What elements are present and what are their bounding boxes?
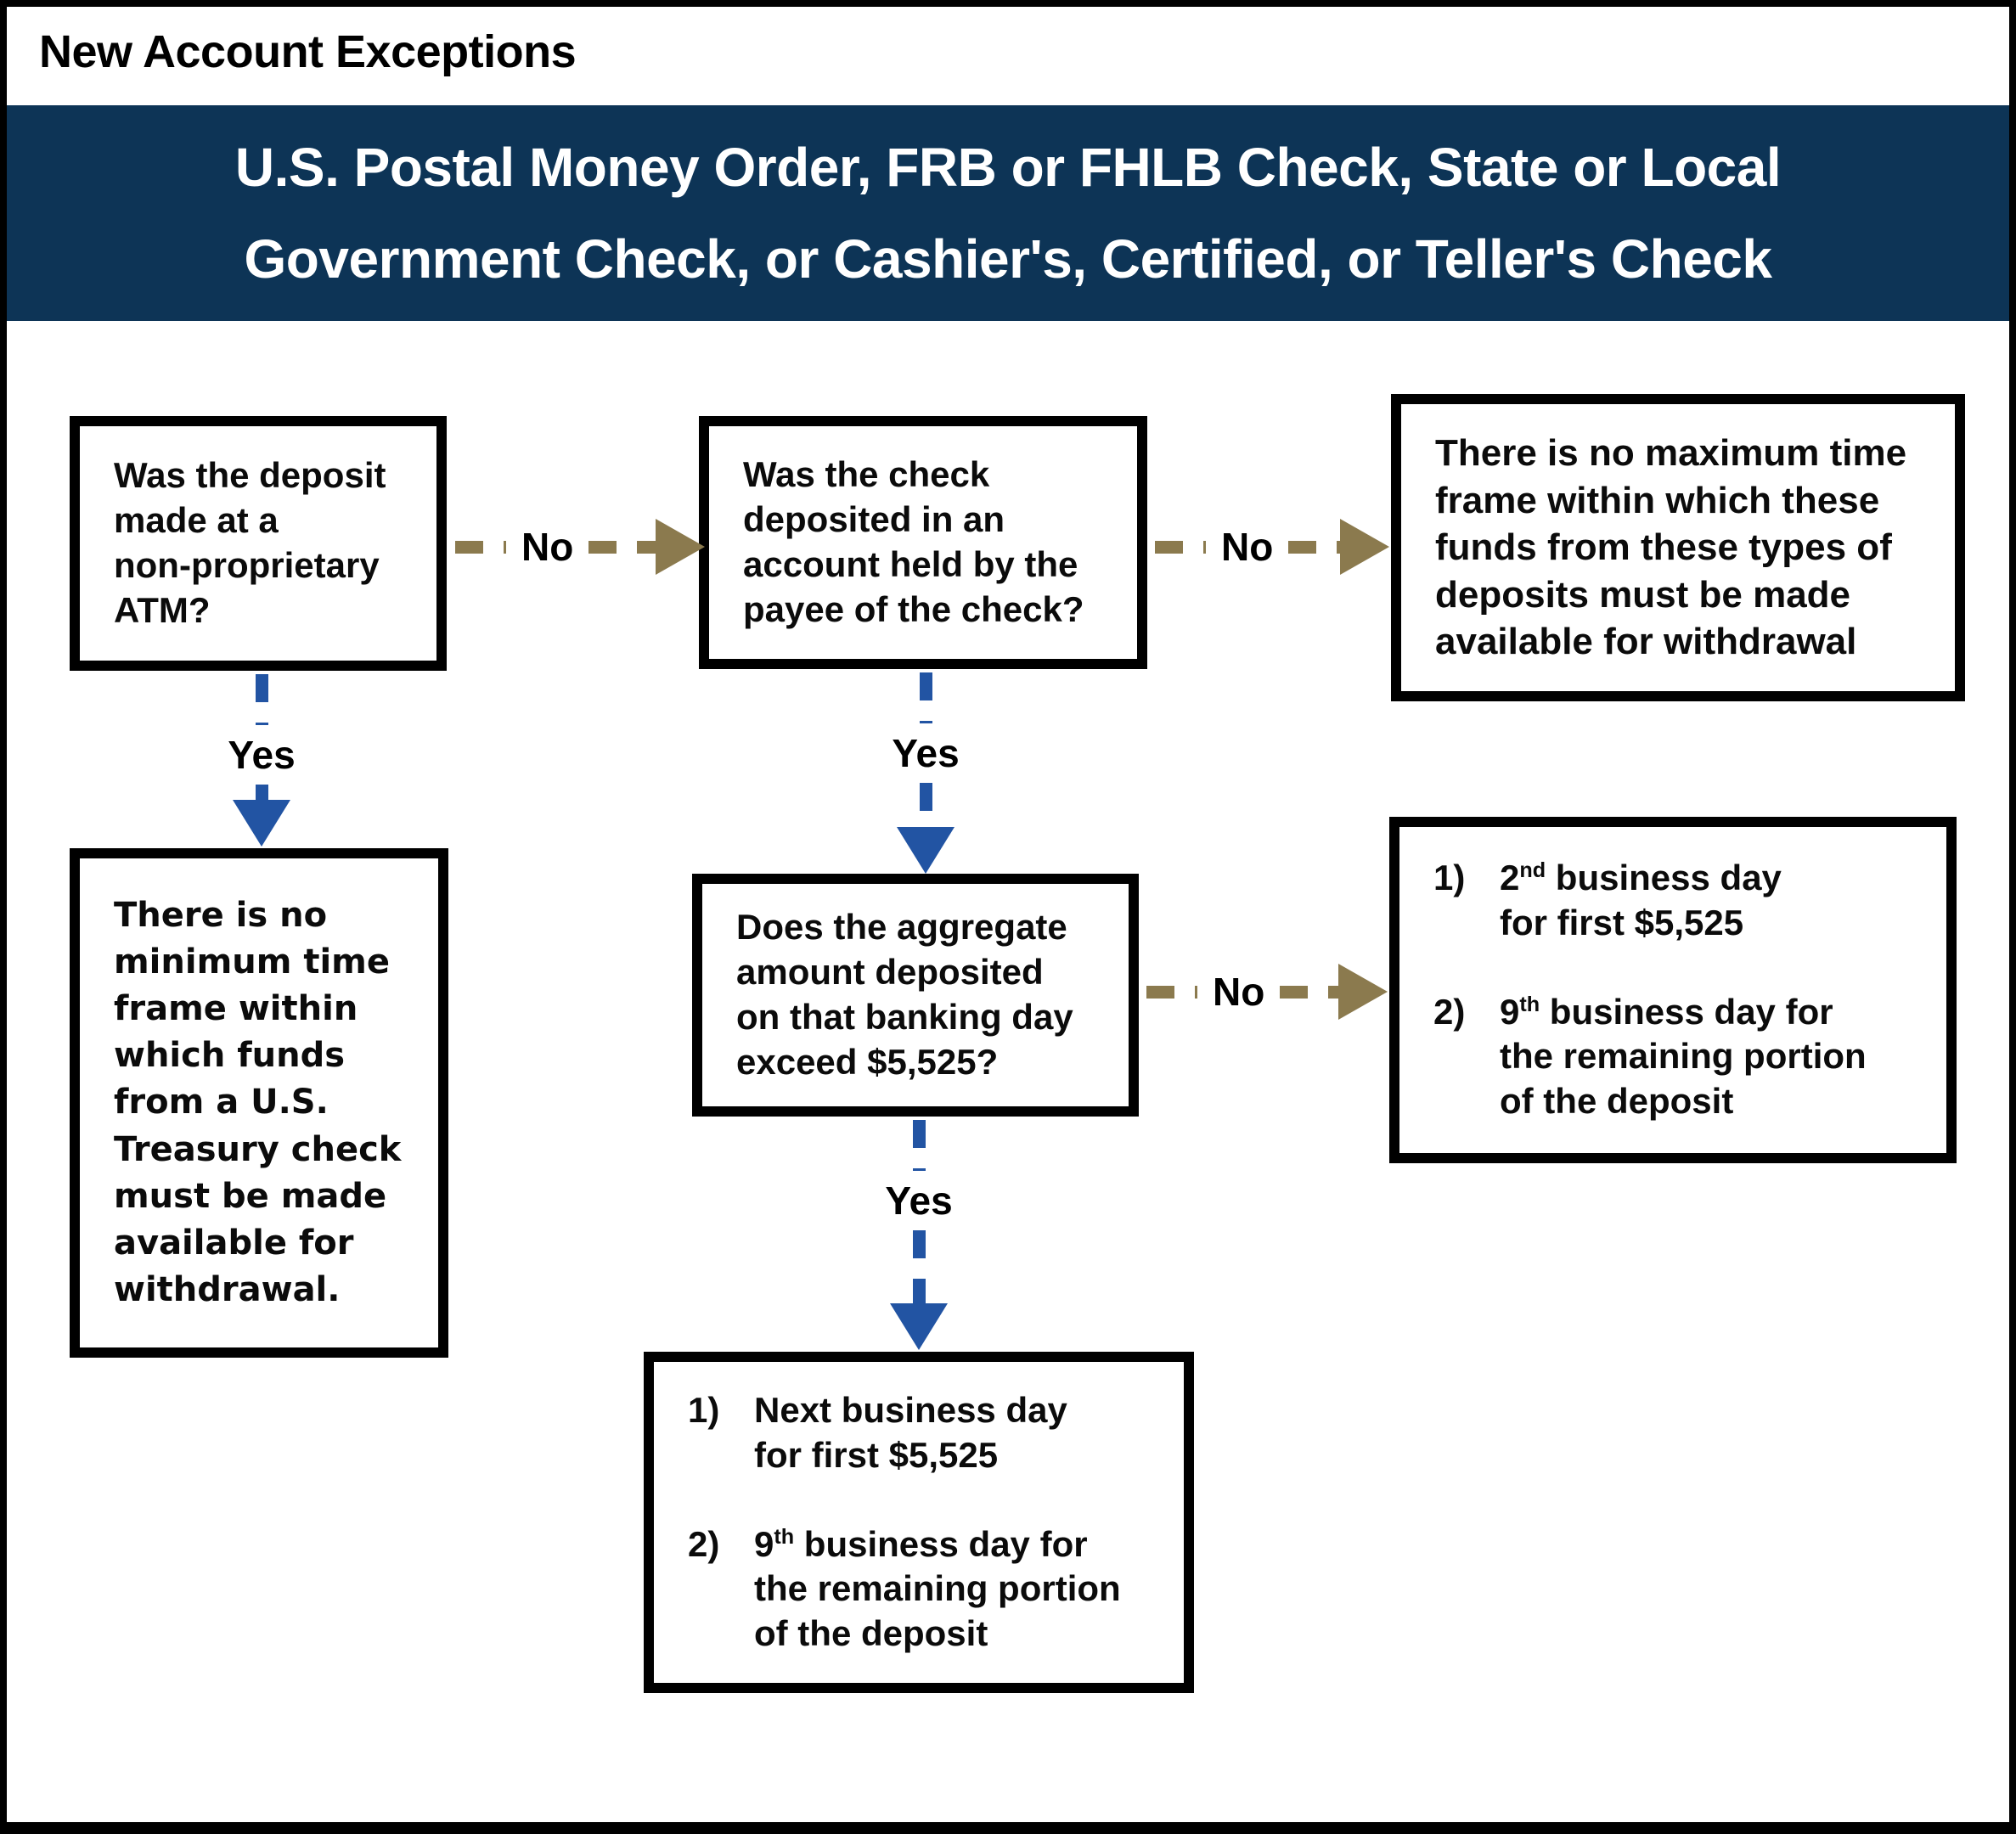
arrow-no-aggregate-to-second-ninth: No	[1146, 956, 1388, 1027]
list-item-number: 2)	[1433, 991, 1466, 1032]
node-aggregate-question-text: Does the aggregate amount deposited on t…	[736, 907, 1073, 1082]
list-item-text-rest: business day for first $5,525	[1500, 857, 1782, 942]
arrow-no-payee-to-no-maximum: No	[1155, 511, 1389, 582]
yes-label: Yes	[892, 731, 960, 775]
node-no-minimum-outcome-text: There is no minimum time frame within wh…	[114, 895, 402, 1310]
list-item-text: 9th business day for the remaining porti…	[1500, 990, 1912, 1125]
ordinal-superscript: th	[1519, 992, 1540, 1016]
banner: U.S. Postal Money Order, FRB or FHLB Che…	[7, 105, 2009, 321]
dash-line	[912, 1230, 926, 1303]
list-item-number: 1)	[688, 1389, 720, 1430]
yes-label: Yes	[228, 733, 296, 777]
dash-line	[1280, 985, 1338, 999]
dash-line	[588, 540, 656, 554]
list-item: 1) 2nd business day for first $5,525	[1433, 856, 1912, 946]
arrow-yes-payee-to-aggregate: Yes	[883, 672, 968, 874]
list-item-text-rest: business day for first $5,525	[754, 1389, 1067, 1475]
list-item-text: 2nd business day for first $5,525	[1500, 856, 1912, 946]
list-item-text-main: Next	[754, 1389, 832, 1430]
yes-label: Yes	[885, 1179, 953, 1223]
node-aggregate-question: Does the aggregate amount deposited on t…	[692, 874, 1139, 1117]
node-no-maximum-outcome-text: There is no maximum time frame within wh…	[1435, 432, 1907, 663]
arrow-down-icon	[897, 827, 955, 874]
list-item: 1) Next business day for first $5,525	[688, 1388, 1150, 1478]
node-no-minimum-outcome: There is no minimum time frame within wh…	[70, 848, 448, 1358]
arrow-yes-atm-to-no-minimum: Yes	[219, 674, 304, 847]
list-item-text-rest: business day for the remaining portion o…	[1500, 991, 1867, 1122]
list-item-number: 2)	[688, 1523, 720, 1564]
page-title: New Account Exceptions	[39, 26, 577, 77]
dash-line	[919, 672, 932, 723]
dash-line	[919, 783, 932, 827]
list-item-text-main: 2	[1500, 857, 1520, 897]
arrow-right-icon	[656, 519, 705, 575]
arrow-right-icon	[1338, 964, 1388, 1020]
node-payee-question-text: Was the check deposited in an account he…	[743, 454, 1084, 629]
arrow-down-icon	[890, 1303, 948, 1350]
node-atm-question-text: Was the deposit made at a non-proprietar…	[114, 455, 386, 630]
list-item-text: Next business day for first $5,525	[754, 1388, 1150, 1478]
banner-title-line1: U.S. Postal Money Order, FRB or FHLB Che…	[234, 137, 1782, 198]
node-next-ninth-day-outcome: 1) Next business day for first $5,525 2)…	[644, 1352, 1194, 1693]
dash-line	[1288, 540, 1340, 554]
list-item-text: 9th business day for the remaining porti…	[754, 1522, 1150, 1657]
arrow-no-atm-to-payee: No	[455, 511, 705, 582]
banner-title-line2: Government Check, or Cashier's, Certifie…	[244, 228, 1772, 290]
node-payee-question: Was the check deposited in an account he…	[699, 416, 1147, 669]
node-atm-question: Was the deposit made at a non-proprietar…	[70, 416, 447, 671]
list-item-text-main: 9	[1500, 991, 1520, 1032]
arrow-down-icon	[233, 800, 290, 847]
list-item-number: 1)	[1433, 857, 1466, 897]
no-label: No	[1221, 525, 1274, 569]
list-item: 2) 9th business day for the remaining po…	[688, 1522, 1150, 1657]
arrow-right-icon	[1340, 519, 1389, 575]
ordinal-superscript: th	[774, 1524, 795, 1549]
dash-line	[255, 674, 268, 725]
list-item-text-main: 9	[754, 1523, 774, 1564]
dash-line	[1146, 985, 1197, 999]
list-item: 2) 9th business day for the remaining po…	[1433, 990, 1912, 1125]
no-label: No	[521, 525, 574, 569]
node-no-maximum-outcome: There is no maximum time frame within wh…	[1391, 394, 1965, 701]
dash-line	[1155, 540, 1206, 554]
dash-line	[455, 540, 506, 554]
list-item-text-rest: business day for the remaining portion o…	[754, 1523, 1121, 1654]
dash-line	[912, 1120, 926, 1171]
ordinal-superscript: nd	[1519, 858, 1546, 882]
arrow-yes-aggregate-to-next-ninth: Yes	[876, 1120, 961, 1350]
no-label: No	[1213, 970, 1265, 1014]
node-second-ninth-day-outcome: 1) 2nd business day for first $5,525 2) …	[1389, 817, 1957, 1163]
dash-line	[255, 785, 268, 800]
